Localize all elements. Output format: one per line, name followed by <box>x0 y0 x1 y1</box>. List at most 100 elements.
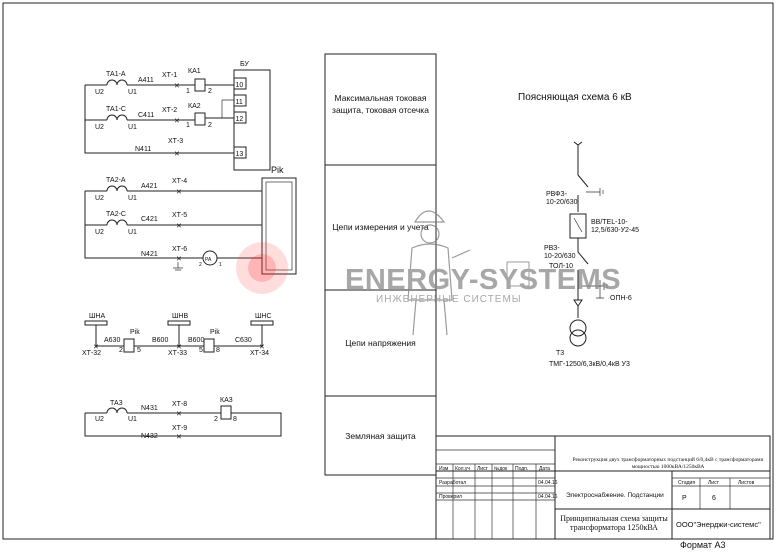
bu-label: БУ <box>240 61 249 68</box>
format-label: Формат А3 <box>680 540 725 550</box>
svg-text:Электроснабжение. Подстанции: Электроснабжение. Подстанции <box>566 491 664 499</box>
svg-text:ТМГ-1250/6,3кВ/0,4кВ У3: ТМГ-1250/6,3кВ/0,4кВ У3 <box>549 361 630 368</box>
svg-text:✕: ✕ <box>174 83 180 90</box>
svg-text:8: 8 <box>233 416 237 423</box>
svg-text:Лист: Лист <box>708 480 720 486</box>
svg-text:✕: ✕ <box>176 434 182 441</box>
svg-text:5: 5 <box>137 347 141 354</box>
watermark-subtitle: ИНЖЕНЕРНЫЕ СИСТЕМЫ <box>376 294 522 305</box>
svg-text:КА2: КА2 <box>188 103 201 110</box>
svg-text:U2: U2 <box>95 229 104 236</box>
svg-text:U1: U1 <box>128 195 137 202</box>
svg-text:10-20/630: 10-20/630 <box>544 253 576 260</box>
legend-row-2: Цепи измерения и учета <box>332 222 429 232</box>
scheme-title: Поясняющая схема 6 кВ <box>518 92 632 103</box>
svg-text:ХТ-3: ХТ-3 <box>168 138 183 145</box>
svg-text:ХТ-1: ХТ-1 <box>162 72 177 79</box>
svg-text:Лист: Лист <box>477 466 489 472</box>
svg-text:Р: Р <box>682 495 687 502</box>
project-title: Реконструкция двух трансформаторных подс… <box>572 457 764 470</box>
svg-text:1: 1 <box>219 262 222 268</box>
explanatory-6kv-scheme: Поясняющая схема 6 кВ РВФЗ- 10-20/630 ВВ… <box>518 92 639 368</box>
svg-text:ХТ-2: ХТ-2 <box>162 107 177 114</box>
svg-text:✕: ✕ <box>93 344 99 351</box>
voltage-buses: ШНА ШНВ ШНС А630 Pik 2 5 В600 В600 Pik 5… <box>82 313 274 357</box>
svg-text:Кол.уч: Кол.уч <box>455 466 470 472</box>
svg-text:PA: PA <box>205 257 212 263</box>
svg-text:5: 5 <box>199 347 203 354</box>
transformer-winding-hv <box>569 319 587 337</box>
svg-text:U1: U1 <box>128 416 137 423</box>
svg-text:ШНА: ШНА <box>89 313 105 320</box>
svg-text:2: 2 <box>208 122 212 129</box>
svg-text:Т3: Т3 <box>556 350 564 357</box>
sheet-frame <box>2 2 774 540</box>
svg-text:2: 2 <box>119 347 123 354</box>
svg-text:✕: ✕ <box>174 151 180 158</box>
ta1a-coil <box>106 79 128 86</box>
watermark-brand: ENERGY-SYSTEMS <box>345 264 621 296</box>
svg-text:1: 1 <box>186 88 190 95</box>
svg-text:N421: N421 <box>141 251 158 258</box>
svg-text:ТА1-А: ТА1-А <box>106 71 126 78</box>
bus-shnc <box>250 320 274 326</box>
svg-text:Pik: Pik <box>130 329 140 336</box>
svg-text:С411: С411 <box>138 112 154 119</box>
ct-block-ta2: Pik ТА2-А U2 U1 А421 ХТ-4 ✕ ТА2-С U2 U1 … <box>84 165 297 294</box>
svg-text:13: 13 <box>236 151 244 158</box>
svg-text:ХТ-5: ХТ-5 <box>172 212 187 219</box>
svg-text:ВВ/TEL-10-: ВВ/TEL-10- <box>591 219 628 226</box>
svg-text:U2: U2 <box>95 416 104 423</box>
bus-shna <box>84 320 108 326</box>
svg-text:ХТ-8: ХТ-8 <box>172 401 187 408</box>
svg-text:✕: ✕ <box>176 223 182 230</box>
terminal-10 <box>233 77 247 90</box>
svg-text:ХТ-6: ХТ-6 <box>172 246 187 253</box>
svg-text:✕: ✕ <box>259 344 265 351</box>
svg-text:U2: U2 <box>95 195 104 202</box>
company-name: ООО"Энерджи-системс" <box>676 520 761 529</box>
ta3-coil <box>106 407 128 414</box>
svg-text:РВФЗ-: РВФЗ- <box>546 191 568 198</box>
svg-text:8: 8 <box>216 347 220 354</box>
svg-text:2: 2 <box>214 416 218 423</box>
svg-text:ТА2-С: ТА2-С <box>106 211 126 218</box>
svg-text:С630: С630 <box>235 337 252 344</box>
svg-text:С421: С421 <box>141 216 158 223</box>
svg-text:10-20/630: 10-20/630 <box>546 199 578 206</box>
relay-ka1 <box>194 78 206 92</box>
title-block: Изм Кол.уч Лист №док Подп. Дата Разработ… <box>435 435 771 540</box>
svg-text:12: 12 <box>236 116 244 123</box>
relay-pik-1 <box>123 338 135 353</box>
svg-text:№док: №док <box>494 466 508 472</box>
book-icon <box>506 261 530 287</box>
svg-text:ОПН-6: ОПН-6 <box>610 295 632 302</box>
svg-text:04.04.16: 04.04.16 <box>538 480 558 486</box>
svg-text:N411: N411 <box>135 146 151 153</box>
svg-text:Проверил: Проверил <box>439 494 462 500</box>
svg-text:А411: А411 <box>138 77 154 84</box>
svg-text:N432: N432 <box>141 433 158 440</box>
svg-text:N431: N431 <box>141 405 158 412</box>
svg-text:ТА2-А: ТА2-А <box>106 177 126 184</box>
legend-row-4: Земляная защита <box>345 431 416 441</box>
svg-text:Изм: Изм <box>439 466 449 472</box>
svg-text:Дата: Дата <box>539 466 550 472</box>
legend-row-3: Цепи напряжения <box>345 338 416 348</box>
svg-text:Pik: Pik <box>271 165 284 175</box>
ct-block-ta3: ТА3 U2 U1 N431 ХТ-8 ✕ КА3 2 8 N432 ХТ-9 … <box>84 397 282 441</box>
svg-text:10: 10 <box>236 82 244 89</box>
transformer-winding-lv <box>569 329 587 347</box>
svg-text:Разработал: Разработал <box>439 480 466 486</box>
svg-text:2: 2 <box>208 88 212 95</box>
svg-text:РВЗ-: РВЗ- <box>544 245 560 252</box>
relay-ka3 <box>220 405 232 420</box>
svg-text:✕: ✕ <box>176 344 182 351</box>
svg-text:Листов: Листов <box>738 480 755 486</box>
svg-text:Pik: Pik <box>210 329 220 336</box>
relay-pik-2 <box>203 338 215 353</box>
svg-text:ХТ-33: ХТ-33 <box>168 350 187 357</box>
svg-text:КА1: КА1 <box>188 68 201 75</box>
legend-row-1: Максимальная токовая защита, токовая отс… <box>332 93 429 115</box>
